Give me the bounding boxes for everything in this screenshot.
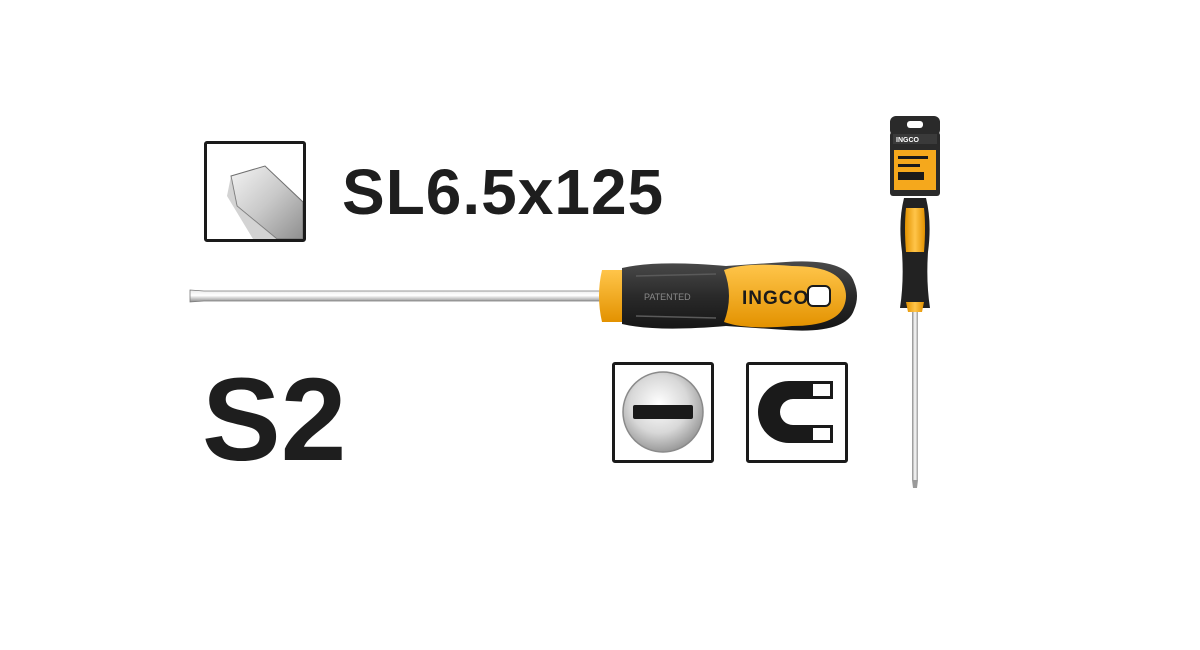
brand-logo-card: INGCO <box>896 137 920 144</box>
model-number: SL6.5x125 <box>342 156 665 228</box>
packaged-screwdriver-image: INGCO <box>880 112 960 492</box>
slotted-head-icon <box>612 362 714 463</box>
brand-logo-main: INGCO <box>742 288 809 309</box>
screwdriver-image: PATENTED INGCO <box>186 252 866 342</box>
flat-blade-tip-icon <box>204 141 306 242</box>
steel-grade: S2 <box>202 354 347 486</box>
magnet-icon <box>746 362 848 463</box>
handle-patent-label: PATENTED <box>644 292 691 302</box>
